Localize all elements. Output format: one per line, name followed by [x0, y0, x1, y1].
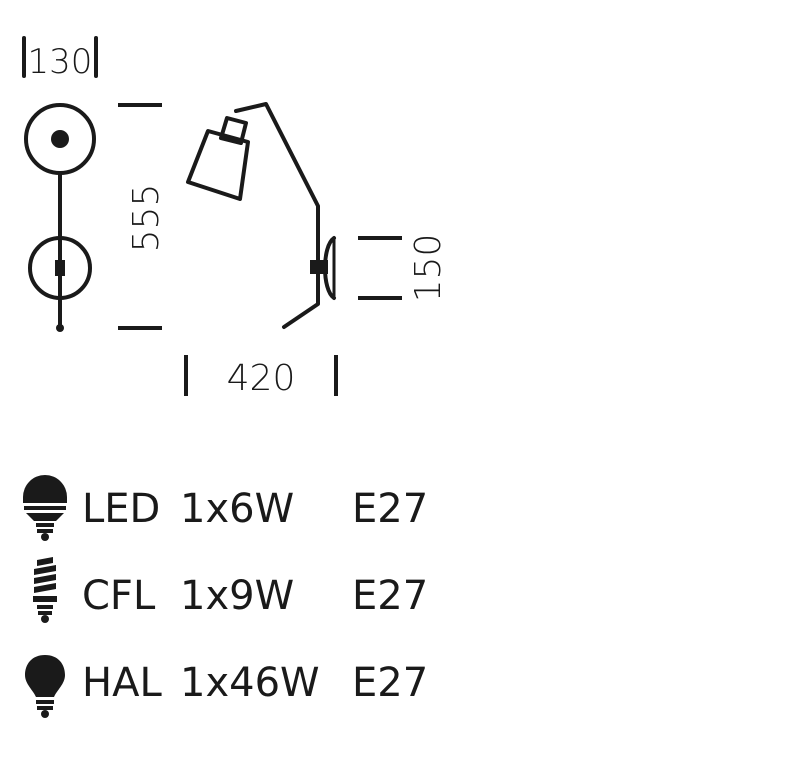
lamp-arm — [234, 102, 320, 329]
spec-type: HAL — [82, 660, 162, 706]
front-stem-end — [56, 324, 64, 332]
halogen-bulb-icon — [25, 655, 65, 718]
spec-power: 1x6W — [180, 486, 294, 532]
spec-type: CFL — [82, 573, 156, 619]
height-dimension-label: 555 — [126, 184, 167, 253]
spec-power: 1x9W — [180, 573, 294, 619]
depth-dimension-label: 130 — [28, 42, 93, 82]
base-dimension-label: 150 — [408, 234, 449, 303]
front-base-circle — [28, 236, 92, 300]
spec-socket: E27 — [352, 573, 428, 619]
side-view — [186, 102, 336, 329]
lamp-shade — [186, 129, 250, 201]
led-bulb-icon — [23, 475, 67, 541]
front-view — [22, 36, 98, 332]
width-dimension — [184, 355, 338, 396]
front-base-mount — [55, 260, 65, 276]
lamp-socket — [219, 116, 248, 145]
cfl-bulb-icon — [33, 557, 57, 623]
spec-socket: E27 — [352, 486, 428, 532]
spec-row-cfl: CFL 1x9W E27 — [82, 573, 428, 619]
spec-type: LED — [82, 486, 160, 532]
spec-row-led: LED 1x6W E27 — [82, 486, 428, 532]
front-shade-center — [51, 130, 69, 148]
wall-plate-mount — [310, 260, 328, 274]
width-dimension-label: 420 — [227, 358, 296, 399]
height-dimension — [118, 103, 162, 330]
spec-socket: E27 — [352, 660, 428, 706]
spec-row-hal: HAL 1x46W E27 — [82, 660, 428, 706]
spec-power: 1x46W — [180, 660, 320, 706]
base-dimension — [358, 236, 402, 300]
